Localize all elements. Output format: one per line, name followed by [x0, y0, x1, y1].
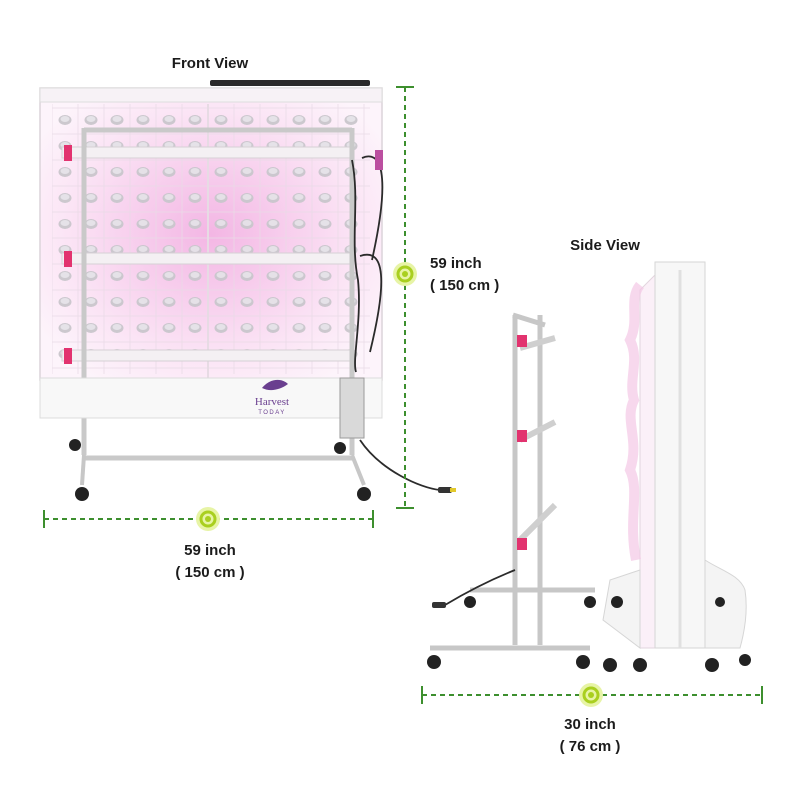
front-casters — [69, 439, 371, 501]
top-rail — [210, 80, 370, 86]
depth-inch: 30 inch — [564, 716, 616, 733]
dimension-line-height — [393, 86, 417, 509]
height-inch: 59 inch — [430, 255, 482, 272]
controller-box — [339, 377, 365, 439]
height-cm: ( 150 cm ) — [430, 277, 500, 294]
brand-line1: Harvest — [255, 396, 289, 408]
width-label: 59 inch ( 150 cm ) — [170, 540, 250, 584]
power-cables — [351, 155, 441, 491]
dimension-line-width — [43, 507, 374, 531]
brand-line2: TODAY — [258, 410, 286, 416]
depth-cm: ( 76 cm ) — [559, 738, 621, 755]
harvest-today-logo: Harvest TODAY — [255, 379, 289, 416]
front-view-title: Front View — [171, 55, 249, 72]
height-label: 59 inch ( 150 cm ) — [430, 253, 499, 297]
side-view-frame — [427, 312, 596, 669]
side-view-tower — [602, 261, 751, 672]
front-base — [39, 377, 383, 419]
width-cm: ( 150 cm ) — [175, 564, 245, 581]
side-view-title: Side View — [570, 237, 640, 254]
width-inch: 59 inch — [184, 542, 236, 559]
depth-label: 30 inch ( 76 cm ) — [550, 714, 630, 758]
front-view-tower: Harvest TODAY — [39, 80, 456, 501]
dimension-line-depth — [421, 683, 763, 707]
